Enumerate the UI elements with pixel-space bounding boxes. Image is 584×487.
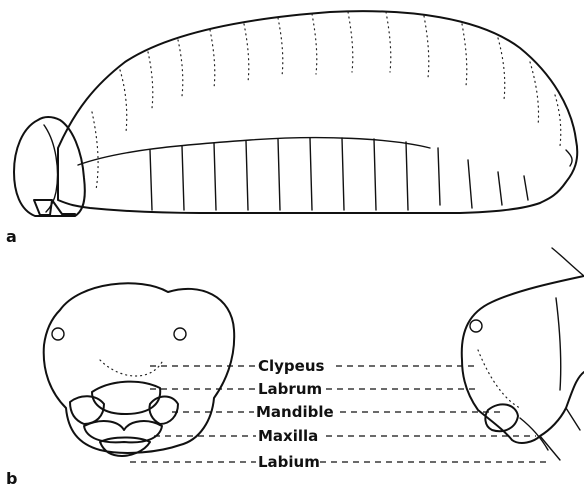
- larva-ventral-folds: [150, 138, 528, 210]
- maxilla-label: Maxilla: [258, 427, 318, 445]
- panel-label-b: b: [6, 469, 17, 487]
- frontal-suture: [100, 360, 162, 376]
- maxilla-shape: [84, 421, 162, 442]
- head-frontal-view: b: [6, 283, 234, 487]
- labrum-label: Labrum: [258, 380, 322, 398]
- mandible-label: Mandible: [256, 403, 334, 421]
- lateral-clypeal-suture: [478, 350, 520, 408]
- panel-label-a: a: [6, 227, 17, 246]
- head-lateral-neck: [552, 248, 584, 390]
- labium-label: Labium: [258, 453, 320, 471]
- larva-head-fold: [44, 125, 58, 212]
- larva-lateral-view: a: [6, 11, 577, 246]
- lateral-body-fold: [540, 408, 580, 460]
- lateral-eye-icon: [470, 320, 482, 332]
- clypeus-label: Clypeus: [258, 357, 325, 375]
- right-eye-icon: [174, 328, 186, 340]
- larva-head: [14, 117, 85, 216]
- left-eye-icon: [52, 328, 64, 340]
- mandible-left: [70, 396, 104, 424]
- lateral-mandible: [485, 404, 518, 431]
- mandible-right: [149, 397, 178, 425]
- larva-belly-line: [78, 138, 430, 165]
- larva-mouthparts: [34, 200, 75, 215]
- head-lateral-view: [462, 248, 584, 460]
- head-frontal-outline: [44, 283, 235, 453]
- head-lateral-outline: [462, 276, 584, 443]
- larva-segment-folds: [92, 12, 561, 190]
- larva-tail-fold: [566, 150, 572, 166]
